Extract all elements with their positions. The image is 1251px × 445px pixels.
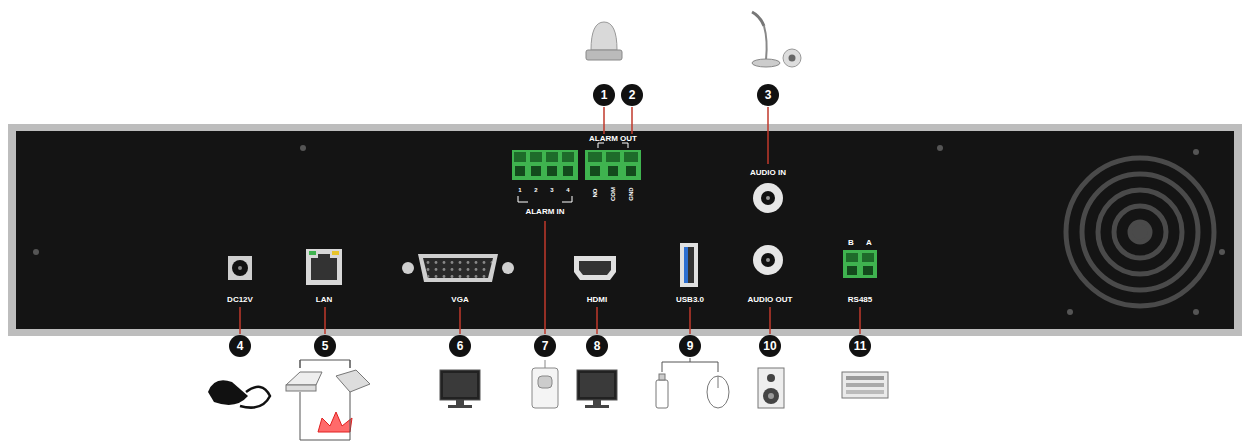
speaker-icon <box>758 368 784 408</box>
pin-name: COM <box>610 187 616 201</box>
pin-name: NO <box>592 189 598 198</box>
port-label: AUDIO OUT <box>748 296 793 304</box>
brackets <box>518 143 628 202</box>
callout-number: 2 <box>621 84 643 106</box>
callout-number: 1 <box>593 84 615 106</box>
callout-number: 3 <box>757 84 779 106</box>
monitor-icon <box>440 370 480 408</box>
callout-number: 4 <box>229 335 251 357</box>
usb-port <box>680 243 698 287</box>
alarm-in-terminal <box>512 150 578 180</box>
callout-number: 11 <box>849 335 871 357</box>
network-devices-icon <box>286 360 370 440</box>
vga-port <box>402 254 514 282</box>
power-adapter-icon <box>208 380 270 407</box>
panel-frame <box>8 124 1242 336</box>
port-label: DC12V <box>227 296 253 304</box>
port-label: ALARM IN <box>525 208 564 216</box>
pin-number: 1 <box>518 187 521 193</box>
audio-in-jack <box>753 183 783 213</box>
panel-face <box>16 131 1234 329</box>
audio-out-jack <box>753 245 783 275</box>
port-label: LAN <box>316 296 332 304</box>
callout-number: 5 <box>314 335 336 357</box>
pin-number: 3 <box>550 187 553 193</box>
leader-lines <box>240 107 860 334</box>
pin-name: A <box>866 239 872 247</box>
pin-number: 2 <box>534 187 537 193</box>
callout-number: 10 <box>759 335 781 357</box>
pin-name: GND <box>628 187 634 200</box>
pin-name: B <box>848 239 854 247</box>
port-label: USB3.0 <box>676 296 704 304</box>
callout-number: 9 <box>679 335 701 357</box>
microphone-icon <box>752 12 801 67</box>
lan-port <box>306 249 342 285</box>
screws <box>33 145 1225 315</box>
callout-number: 7 <box>534 335 556 357</box>
port-label: AUDIO IN <box>750 169 786 177</box>
pin-number: 4 <box>566 187 569 193</box>
usb-devices-icon <box>656 358 729 408</box>
fan-grille <box>1066 158 1214 306</box>
callout-number: 6 <box>449 335 471 357</box>
alarm-lamp-icon <box>586 22 622 60</box>
port-label: ALARM OUT <box>589 135 637 143</box>
monitor-icon <box>577 370 617 408</box>
alarm-out-terminal <box>585 150 641 180</box>
keyboard-icon <box>842 372 888 398</box>
hdmi-port <box>574 256 616 280</box>
port-label: HDMI <box>587 296 607 304</box>
port-label: VGA <box>451 296 468 304</box>
port-label: RS485 <box>848 296 872 304</box>
dc-jack <box>228 256 252 280</box>
pir-sensor-icon <box>532 360 558 408</box>
callout-number: 8 <box>586 335 608 357</box>
rs485-terminal <box>843 250 877 278</box>
